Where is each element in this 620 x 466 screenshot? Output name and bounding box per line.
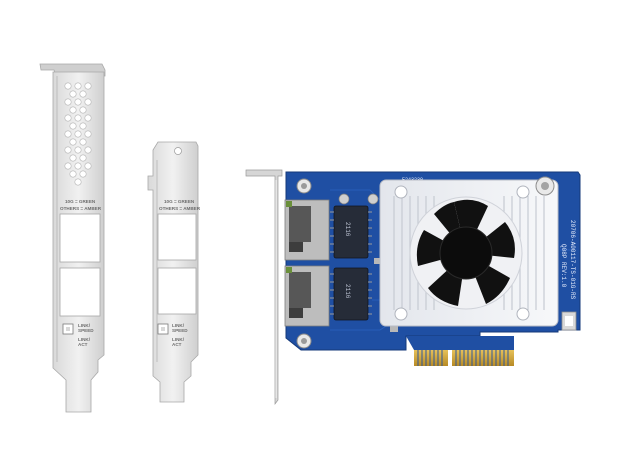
heatsink-post-tr <box>516 185 530 199</box>
lp-port-opening-top <box>157 213 197 261</box>
heatsink-post-bl <box>394 307 408 321</box>
chip-text-top: 2116 <box>344 222 351 237</box>
label-link-act-2: ACT <box>78 342 88 347</box>
heatsink <box>379 179 559 327</box>
vent-holes <box>64 82 92 186</box>
lp-label-link-speed-1: LINK/ <box>172 323 185 328</box>
capacitors <box>338 193 398 332</box>
port-opening-top <box>59 213 101 263</box>
magnetics-chip-top: 2116 <box>330 205 372 259</box>
lp-label-link-act-2: ACT <box>172 342 182 347</box>
led-legend-line2: OTHERS = AMBER <box>60 206 102 211</box>
label-link-act-1: LINK/ <box>78 337 91 342</box>
low-profile-bracket: 10G = GREEN OTHERS = AMBER LINK/ SPEED L… <box>147 141 201 403</box>
magnetics-chip-bottom: 2116 <box>330 267 372 321</box>
full-height-bracket: 10G = GREEN OTHERS = AMBER LINK/ SPEED L… <box>39 63 106 413</box>
rj45-port-top <box>284 199 330 261</box>
heatsink-post-tl <box>394 185 408 199</box>
lp-port-opening-bottom <box>157 267 197 315</box>
lp-label-link-act-1: LINK/ <box>172 337 185 342</box>
pcb-revision-line1: Q08P REV:1.0 <box>560 244 567 288</box>
lp-led-legend-line1: 10G = GREEN <box>164 199 195 204</box>
chip-text-bottom: 2116 <box>344 284 351 299</box>
card-bracket <box>245 169 283 406</box>
lp-led-legend-line2: OTHERS = AMBER <box>159 206 201 211</box>
pcie-gold-fingers <box>406 336 514 366</box>
port-opening-bottom <box>59 267 101 317</box>
pcb-revision-line2: 20706-A00117-TS-01G-RS <box>569 220 576 300</box>
rj45-port-bottom <box>284 265 330 327</box>
led-legend-line1: 10G = GREEN <box>65 199 96 204</box>
heatsink-post-br <box>516 307 530 321</box>
network-card: E243230 2116 <box>245 169 581 406</box>
label-link-speed-2: SPEED <box>78 328 94 333</box>
lp-label-link-speed-2: SPEED <box>172 328 188 333</box>
lp-screw-hole <box>174 147 182 155</box>
cooling-fan <box>409 196 523 310</box>
fan-hub <box>439 226 493 280</box>
label-link-speed-1: LINK/ <box>78 323 91 328</box>
